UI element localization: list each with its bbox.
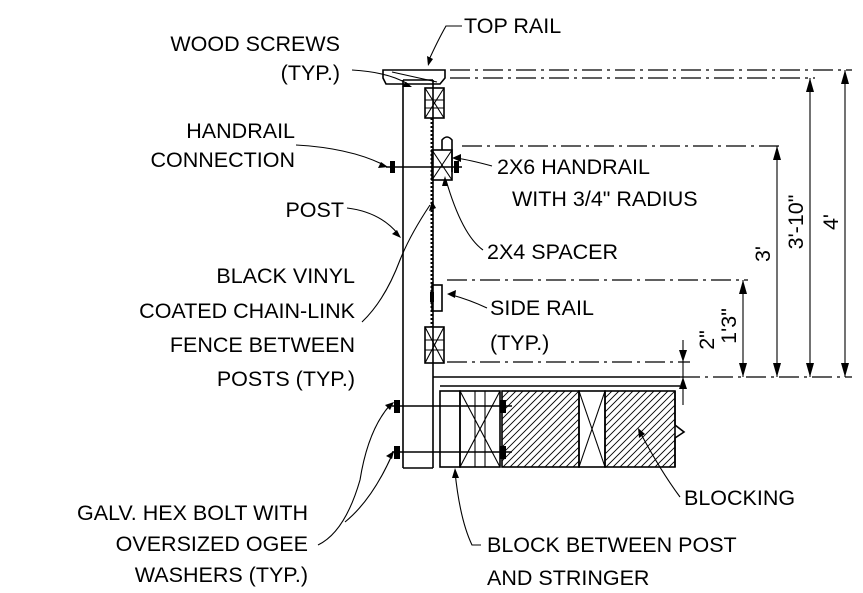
label-top-rail: TOP RAIL	[464, 14, 561, 38]
hatch-line	[502, 391, 579, 467]
callout-labels: TOP RAIL WOOD SCREWS (TYP.) HANDRAIL CON…	[77, 14, 795, 590]
dim-1ft3-text: 1'3"	[717, 308, 741, 344]
leader-lines	[295, 25, 681, 546]
label-wood-screws-2: (TYP.)	[281, 61, 340, 85]
deck-surface	[433, 376, 680, 387]
handrail-block	[431, 136, 453, 181]
hatch-line	[544, 432, 579, 467]
dimension-line-2in	[679, 340, 687, 405]
hatch-line	[605, 391, 634, 420]
label-handrail-2: WITH 3/4" RADIUS	[512, 187, 698, 211]
label-bolt-2: OVERSIZED OGEE	[116, 532, 308, 556]
hatch-line	[605, 391, 620, 406]
lower-block	[424, 326, 445, 364]
hatch-line	[502, 391, 510, 399]
hatch-line	[605, 391, 675, 462]
label-post: POST	[285, 198, 344, 222]
block-between-post-and-stringer	[439, 390, 461, 468]
label-handrail-connection-1: HANDRAIL	[186, 119, 295, 143]
hatch-line	[732, 391, 808, 467]
hatch-line	[676, 391, 752, 467]
dimension-line-1ft3	[739, 280, 747, 377]
label-block-1: BLOCK BETWEEN POST	[487, 533, 737, 557]
label-bolt-1: GALV. HEX BOLT WITH	[77, 501, 308, 525]
label-bolt-3: WASHERS (TYP.)	[135, 563, 308, 587]
hatch-line	[509, 397, 579, 467]
label-vinyl-4: POSTS (TYP.)	[217, 367, 355, 391]
hatch-line	[502, 391, 566, 455]
hatch-line	[516, 404, 579, 467]
hatch-line	[605, 397, 675, 467]
hatch-line	[683, 391, 759, 467]
dim-2in-text: 2"	[695, 330, 719, 350]
label-handrail-1: 2X6 HANDRAIL	[497, 155, 650, 179]
hatch-line	[619, 411, 675, 467]
hatch-line	[739, 391, 815, 467]
label-vinyl-2: COATED CHAIN-LINK	[139, 299, 355, 323]
label-vinyl-1: BLACK VINYL	[216, 264, 355, 288]
hatch-line	[523, 411, 579, 467]
hatch-line	[690, 391, 766, 467]
hatch-line	[502, 391, 559, 448]
label-blocking: BLOCKING	[684, 486, 795, 510]
hatch-line	[718, 391, 794, 467]
hex-bolt-lower	[392, 446, 512, 459]
hatch-line	[654, 446, 675, 467]
hatch-line	[647, 439, 675, 467]
hatch-line	[650, 391, 726, 467]
hatch-line	[661, 453, 675, 467]
hatch-line	[746, 391, 822, 467]
hatch-line	[502, 391, 524, 413]
upper-block	[424, 87, 445, 119]
hatch-line	[633, 425, 675, 467]
label-block-2: AND STRINGER	[487, 566, 649, 590]
hatch-line	[605, 391, 648, 434]
label-handrail-connection-2: CONNECTION	[150, 148, 295, 172]
hatch-line	[537, 425, 579, 467]
label-spacer: 2X4 SPACER	[487, 240, 618, 264]
label-vinyl-3: FENCE BETWEEN	[170, 333, 355, 357]
dimension-line-4ft	[841, 70, 849, 377]
dimension-line-3ft10	[806, 78, 814, 377]
hatch-line	[502, 391, 538, 427]
hatch-line	[558, 446, 579, 467]
hatch-line	[640, 432, 675, 467]
hatch-line	[711, 391, 787, 467]
hatch-line	[502, 391, 503, 392]
dim-4ft-text: 4'	[819, 214, 843, 230]
hatch-line	[551, 439, 579, 467]
hatch-line	[605, 391, 669, 455]
hatch-line	[605, 391, 655, 441]
hatch-line	[605, 391, 662, 448]
dim-3ft10-text: 3'-10"	[784, 195, 808, 250]
dim-3ft-text: 3'	[751, 246, 775, 262]
blocking-joist	[578, 390, 606, 468]
hatch-line	[626, 418, 675, 467]
blocking-hatch-a	[501, 390, 726, 468]
hatch-line	[502, 391, 573, 462]
label-wood-screws-1: WOOD SCREWS	[170, 32, 340, 56]
label-side-rail-1: SIDE RAIL	[490, 296, 594, 320]
hatch-line	[725, 391, 801, 467]
break-line	[674, 391, 686, 467]
top-rail	[382, 69, 446, 85]
stringer	[459, 390, 501, 468]
hatch-line	[612, 404, 675, 467]
dimension-labels: 4' 3'-10" 3' 1'3" 2"	[695, 195, 843, 350]
hatch-line	[530, 418, 579, 467]
hatch-line	[502, 391, 545, 434]
hatch-line	[697, 391, 773, 467]
hatch-line	[502, 391, 552, 441]
hatch-line	[502, 391, 517, 406]
dimension-line-3ft	[773, 146, 781, 377]
hatch-line	[704, 391, 780, 467]
post	[402, 79, 434, 469]
label-side-rail-2: (TYP.)	[490, 331, 549, 355]
hatch-line	[605, 391, 641, 427]
handrail-bolt	[386, 161, 462, 173]
hatch-line	[605, 391, 627, 413]
hatch-line	[502, 391, 531, 420]
extension-lines	[447, 69, 852, 378]
